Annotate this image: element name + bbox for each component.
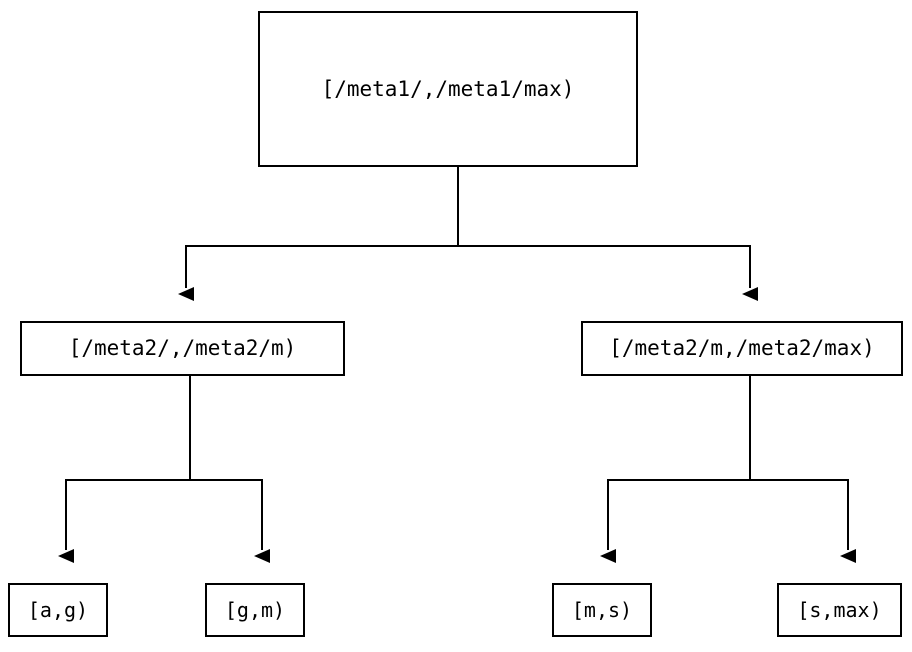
node-root-label: [/meta1/,/meta1/max) xyxy=(321,76,575,101)
edge-root-to-mid-left xyxy=(178,167,459,301)
node-leaf-4-label: [s,max) xyxy=(797,598,882,622)
node-leaf-1: [a,g) xyxy=(8,583,108,637)
node-leaf-4: [s,max) xyxy=(777,583,902,637)
edge-root-to-mid-right xyxy=(457,167,758,301)
node-leaf-3: [m,s) xyxy=(552,583,652,637)
node-root: [/meta1/,/meta1/max) xyxy=(258,11,638,167)
node-leaf-2-label: [g,m) xyxy=(224,598,286,622)
node-mid-right-label: [/meta2/m,/meta2/max) xyxy=(609,336,875,360)
edge-mid-right-to-leaf-3 xyxy=(600,376,751,563)
node-mid-left: [/meta2/,/meta2/m) xyxy=(20,321,345,376)
edge-mid-left-to-leaf-1 xyxy=(58,376,191,563)
node-leaf-2: [g,m) xyxy=(205,583,305,637)
node-mid-left-label: [/meta2/,/meta2/m) xyxy=(68,336,297,360)
node-leaf-3-label: [m,s) xyxy=(571,598,633,622)
node-leaf-1-label: [a,g) xyxy=(27,598,89,622)
node-mid-right: [/meta2/m,/meta2/max) xyxy=(581,321,903,376)
edge-mid-left-to-leaf-2 xyxy=(189,376,270,563)
edge-mid-right-to-leaf-4 xyxy=(749,376,856,563)
